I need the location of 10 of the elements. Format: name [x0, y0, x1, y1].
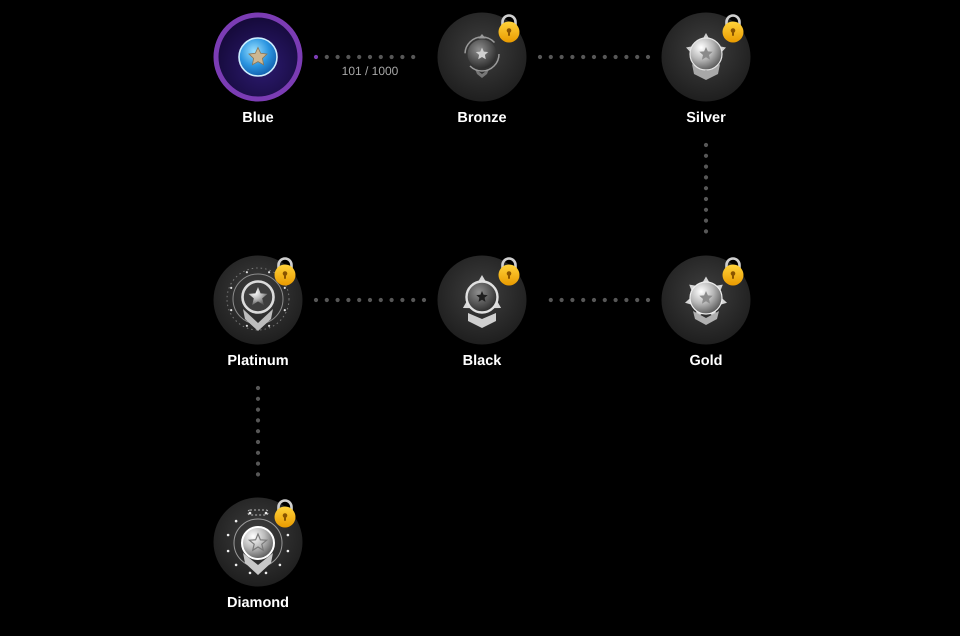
- edge-label: 101 / 1000: [342, 64, 398, 78]
- dotted-connector: [538, 54, 650, 60]
- dotted-connector: [314, 298, 426, 302]
- tier-label: Silver: [686, 109, 726, 127]
- tier-label: Gold: [689, 352, 723, 370]
- tier-label: Blue: [242, 109, 274, 127]
- tier-label: Diamond: [226, 594, 290, 612]
- tier-label: Platinum: [227, 352, 289, 370]
- tier-label: Black: [462, 352, 502, 370]
- tier-label: Bronze: [457, 109, 507, 127]
